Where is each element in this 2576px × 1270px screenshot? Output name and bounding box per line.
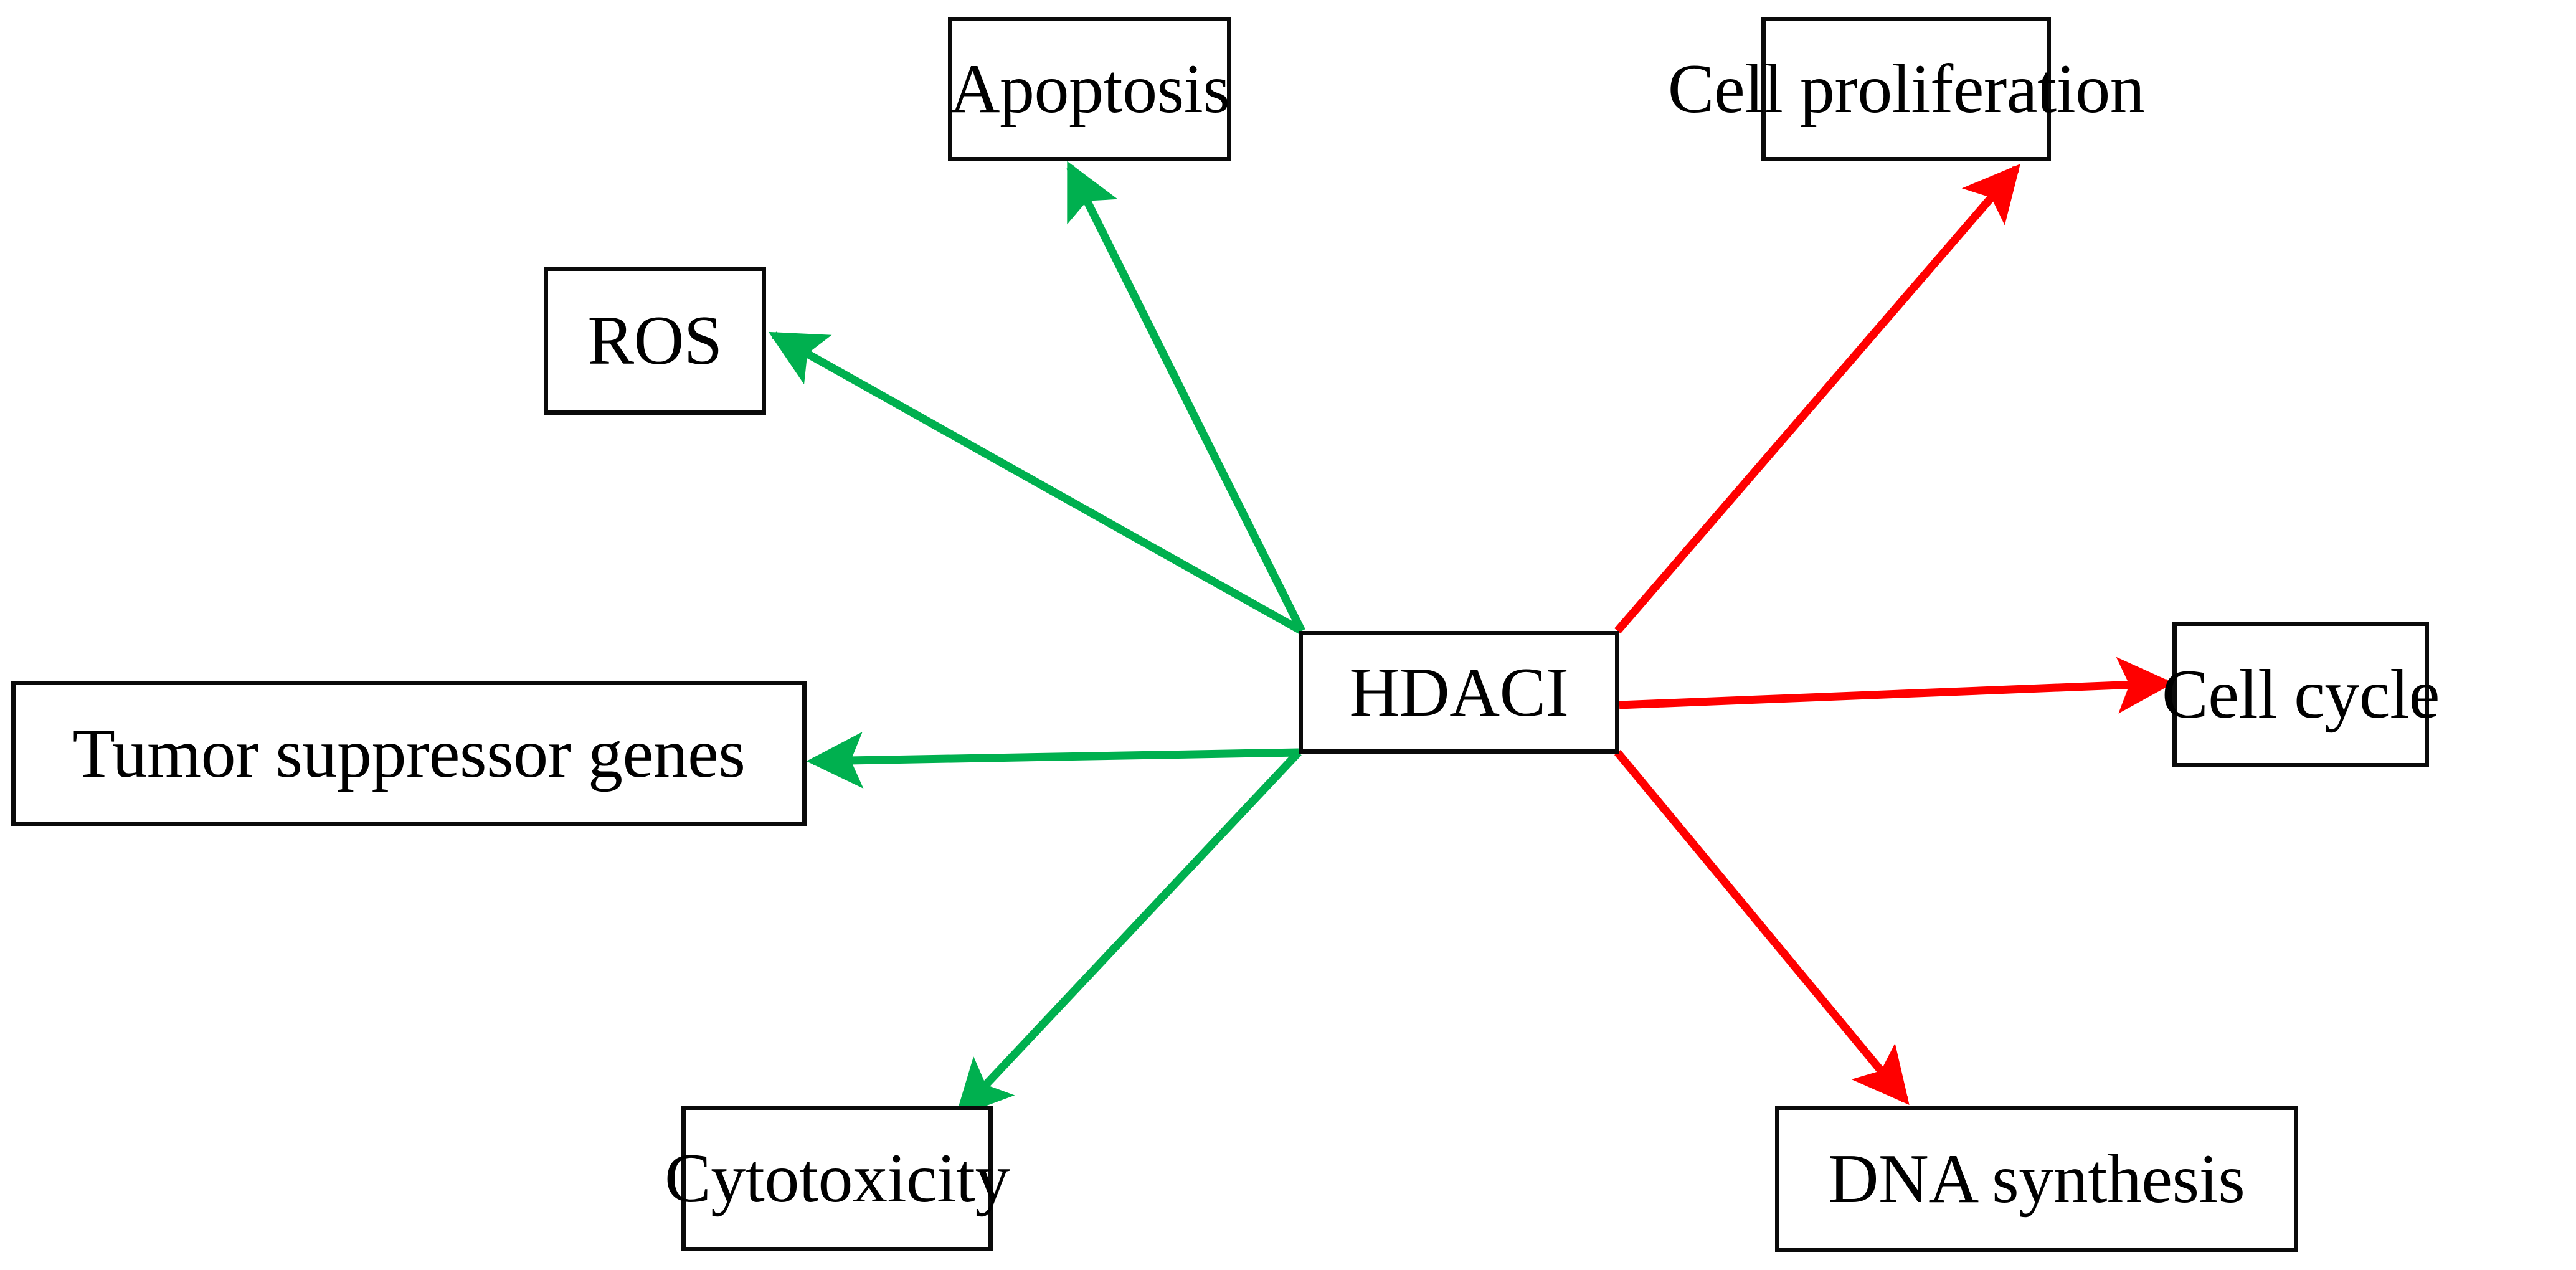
node-cell-proliferation[interactable]: Cell proliferation <box>1668 17 2145 161</box>
edge-hdaci-to-dna-synthesis <box>1614 749 1910 1106</box>
node-apoptosis-label: Apoptosis <box>949 50 1230 128</box>
node-hdaci[interactable]: HDACI <box>1299 631 1619 754</box>
edge-hdaci-to-tumor-suppressor-genes <box>806 732 1299 789</box>
node-tumor-suppressor-genes[interactable]: Tumor suppressor genes <box>11 681 807 826</box>
edge-hdaci-to-cell-proliferation <box>1614 164 2020 634</box>
node-hdaci-label: HDACI <box>1349 653 1569 731</box>
node-cell-proliferation-label: Cell proliferation <box>1667 50 2145 128</box>
edge-hdaci-to-apoptosis <box>1066 161 1305 633</box>
node-ros-label: ROS <box>587 302 722 379</box>
edge-hdaci-to-cytotoxicity <box>955 749 1302 1117</box>
node-cytotoxicity[interactable]: Cytotoxicity <box>665 1106 1010 1251</box>
node-apoptosis[interactable]: Apoptosis <box>948 17 1231 161</box>
node-tumor-suppressor-genes-label: Tumor suppressor genes <box>72 714 746 792</box>
node-cell-cycle-label: Cell cycle <box>2162 656 2440 733</box>
node-cytotoxicity-label: Cytotoxicity <box>665 1140 1010 1217</box>
node-cell-cycle[interactable]: Cell cycle <box>2162 622 2440 767</box>
node-dna-synthesis-label: DNA synthesis <box>1828 1140 2245 1218</box>
edge-hdaci-to-ros <box>768 331 1304 635</box>
node-dna-synthesis[interactable]: DNA synthesis <box>1775 1106 2298 1252</box>
node-ros[interactable]: ROS <box>544 267 766 415</box>
edge-hdaci-to-cell-cycle <box>1619 656 2174 714</box>
